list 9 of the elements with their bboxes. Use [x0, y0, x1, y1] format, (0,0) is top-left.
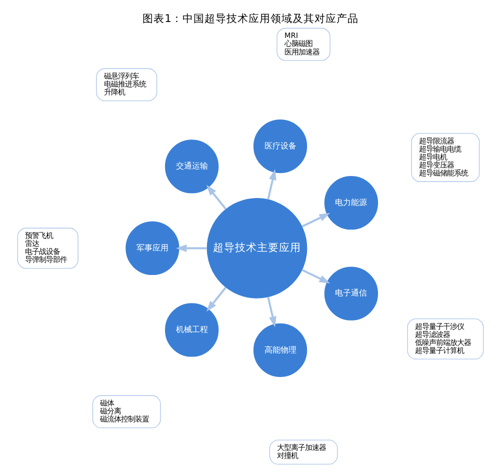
arrow — [206, 286, 226, 312]
arrow — [266, 169, 276, 200]
arrow — [301, 269, 330, 284]
arrow — [206, 184, 226, 210]
arrow — [266, 296, 276, 328]
diagram-title: 图表1：中国超导技术应用领域及其对应产品 — [142, 12, 358, 26]
node-circle: 超导技术主要应用 — [206, 198, 307, 298]
arrow — [301, 213, 330, 228]
arrow — [175, 244, 206, 252]
